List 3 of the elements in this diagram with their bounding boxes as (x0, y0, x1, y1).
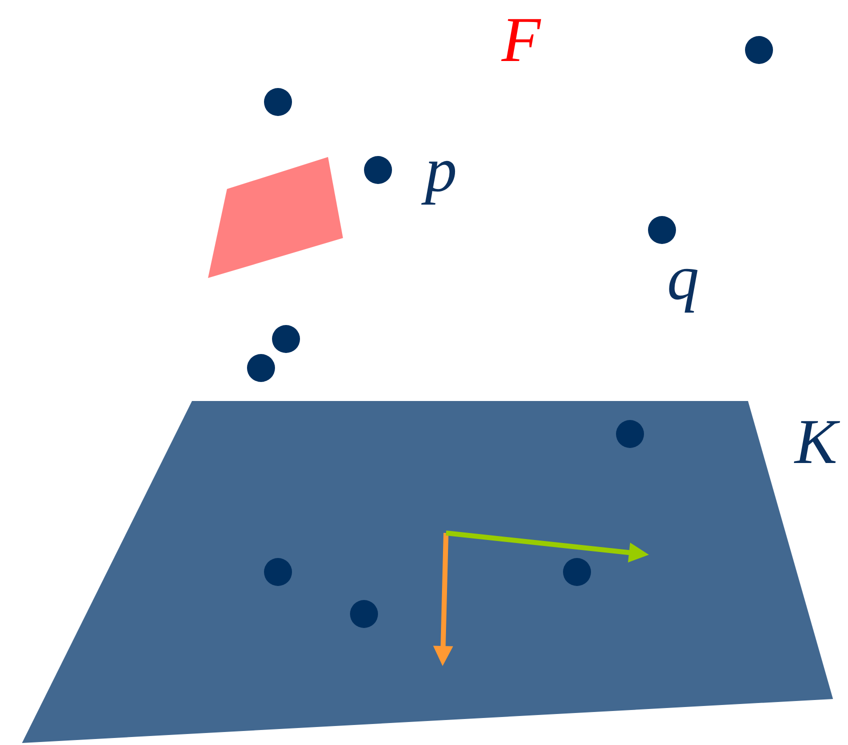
variable-label: K (794, 410, 838, 474)
quadrilateral-patch (208, 157, 343, 278)
variable-label: F (501, 8, 541, 72)
